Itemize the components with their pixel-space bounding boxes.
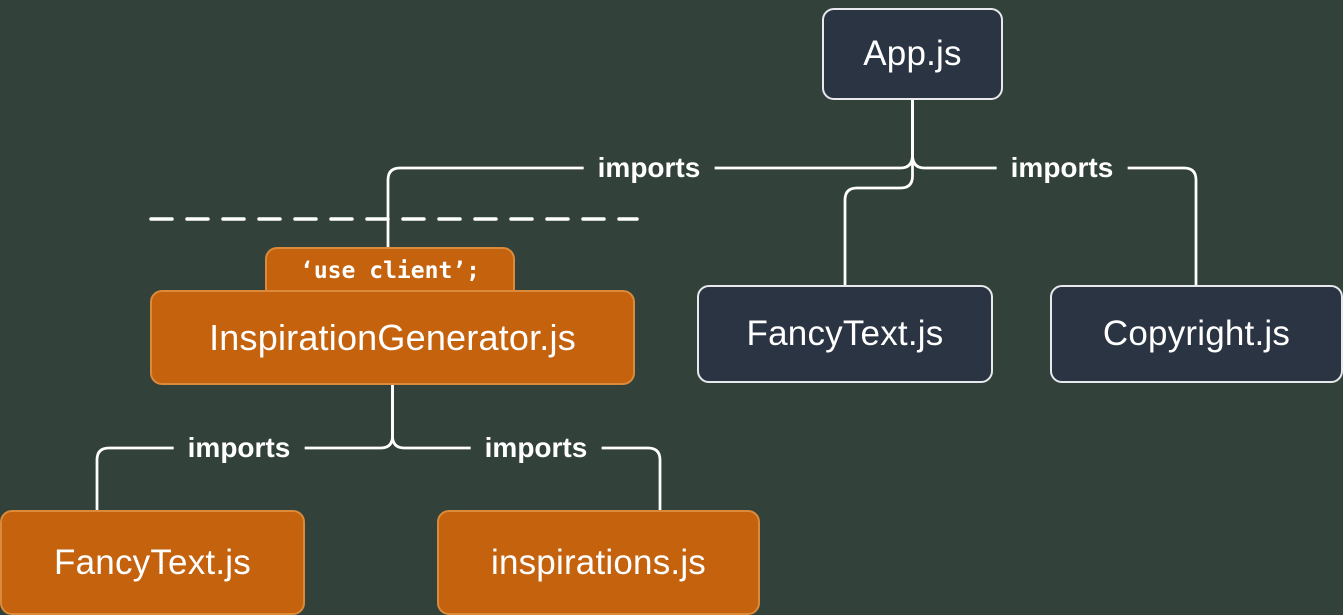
node-inspiration-generator-label: InspirationGenerator.js <box>209 316 576 358</box>
connector-app-to-fancytext <box>843 98 914 292</box>
node-inspirations-label: inspirations.js <box>490 542 707 582</box>
node-inspiration-generator: InspirationGenerator.js <box>150 290 635 385</box>
node-fancytext-top-label: FancyText.js <box>746 314 944 353</box>
node-copyright-label: Copyright.js <box>1102 314 1291 353</box>
edge-label-app-to-copyright: imports <box>996 150 1128 186</box>
edge-label-app-to-inspiration-generator: imports <box>583 150 715 186</box>
node-inspirations: inspirations.js <box>437 510 760 615</box>
connector-app-to-copyright <box>911 98 1198 292</box>
node-app: App.js <box>822 8 1003 100</box>
node-copyright: Copyright.js <box>1050 285 1343 383</box>
use-client-directive-text: ‘use client’; <box>299 258 480 284</box>
node-fancytext-bottom: FancyText.js <box>0 510 305 615</box>
node-fancytext-top: FancyText.js <box>697 285 993 383</box>
node-app-label: App.js <box>863 34 962 73</box>
edge-label-inspiration-generator-to-fancytext: imports <box>173 430 305 466</box>
use-client-directive-badge: ‘use client’; <box>265 247 515 293</box>
node-fancytext-bottom-label: FancyText.js <box>54 542 251 582</box>
edge-label-inspiration-generator-to-inspirations: imports <box>470 430 602 466</box>
